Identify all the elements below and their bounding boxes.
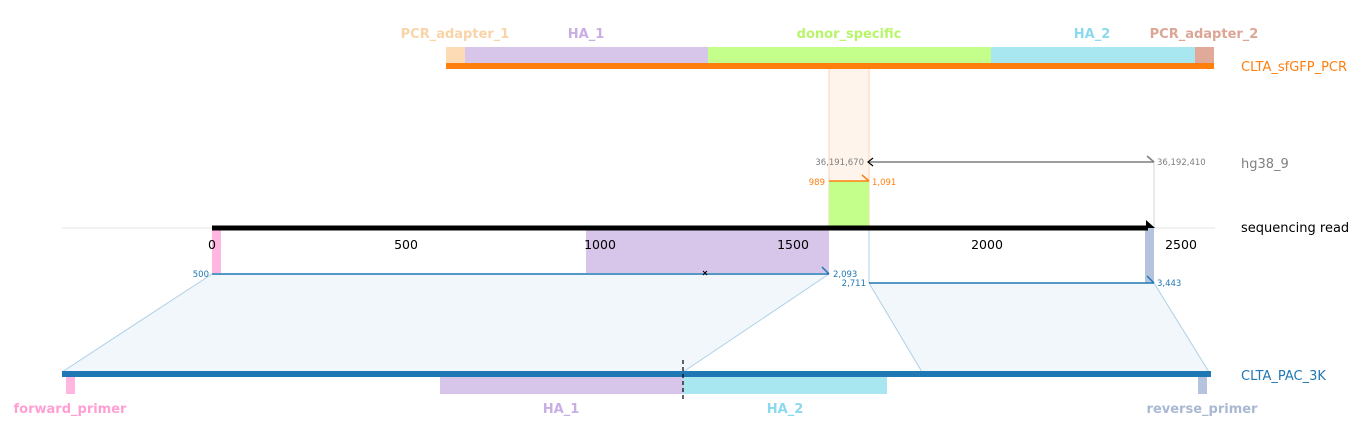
- feature-label-forward-primer: forward_primer: [14, 402, 128, 417]
- donor-end-coord: 1,091: [872, 178, 896, 188]
- bottom-alignment-2-end: 3,443: [1157, 279, 1181, 289]
- connector-right: [869, 283, 1209, 372]
- feature-label-pcr-adapter-1: PCR_adapter_1: [401, 27, 510, 42]
- tick-label-500: 500: [394, 237, 418, 252]
- feature-donor-specific: [708, 47, 991, 63]
- genome-alignment-arrowhead: [867, 157, 874, 167]
- feature-ha-1-bottom: [440, 377, 683, 394]
- read-axis: 0 500 1000 1500 2000 2500: [208, 237, 1197, 252]
- bottom-alignment-1-arrowhead: [821, 266, 830, 275]
- connector-left-edge-b: [682, 273, 830, 373]
- bottom-reference-bar: [62, 371, 1211, 377]
- read-ha-1-region: [586, 228, 829, 273]
- tick-label-1500: 1500: [777, 237, 809, 252]
- feature-label-ha-2-bottom: HA_2: [767, 402, 804, 417]
- tick-label-2000: 2000: [971, 237, 1003, 252]
- feature-label-ha-1-top: HA_1: [568, 27, 605, 42]
- feature-label-ha-1-bottom: HA_1: [543, 402, 580, 417]
- feature-ha-1-top: [465, 47, 708, 63]
- bottom-alignment-1-cut-marker: [702, 270, 708, 276]
- feature-reverse-primer: [1198, 377, 1207, 394]
- tick-label-1000: 1000: [584, 237, 616, 252]
- bottom-alignment-1-end: 2,093: [833, 270, 857, 280]
- tick-label-0: 0: [208, 237, 216, 252]
- feature-ha-2-bottom: [683, 377, 887, 394]
- genome-alignment-end-hook: [1146, 155, 1155, 163]
- genome-end-coord: 36,192,410: [1157, 158, 1206, 168]
- bottom-alignment-2-start: 2,711: [842, 279, 866, 289]
- bottom-alignment-1-start: 500: [193, 270, 209, 280]
- feature-ha-2-top: [991, 47, 1195, 63]
- track-label-bottom: CLTA_PAC_3K: [1241, 369, 1326, 384]
- feature-forward-primer: [66, 377, 75, 394]
- donor-start-coord: 989: [809, 178, 825, 188]
- top-reference-bar: [446, 63, 1214, 69]
- track-label-read: sequencing read: [1241, 221, 1349, 236]
- connector-right-edge-c: [1153, 282, 1210, 373]
- feature-label-ha-2-top: HA_2: [1074, 27, 1111, 42]
- read-reverse-primer-mark: [1145, 228, 1154, 283]
- genome-start-coord: 36,191,670: [815, 158, 864, 168]
- read-arrowhead: [1146, 220, 1155, 228]
- donor-alignment-arrowhead: [861, 174, 870, 182]
- feature-label-donor-specific: donor_specific: [797, 27, 902, 42]
- track-label-top: CLTA_sfGFP_PCR: [1241, 60, 1347, 75]
- connector-left: [62, 274, 829, 372]
- donor-alignment-fill: [829, 181, 869, 228]
- feature-pcr-adapter-1: [446, 47, 465, 63]
- feature-pcr-adapter-2: [1195, 47, 1214, 63]
- feature-label-reverse-primer: reverse_primer: [1147, 402, 1259, 417]
- feature-label-pcr-adapter-2: PCR_adapter_2: [1150, 27, 1259, 42]
- tick-label-2500: 2500: [1165, 237, 1197, 252]
- bottom-alignment-2-arrowhead: [1146, 275, 1155, 284]
- connector-right-edge-b: [868, 282, 923, 373]
- track-label-genome: hg38_9: [1241, 157, 1289, 172]
- read-forward-primer-mark: [212, 228, 221, 273]
- connector-left-edge-a: [61, 273, 213, 373]
